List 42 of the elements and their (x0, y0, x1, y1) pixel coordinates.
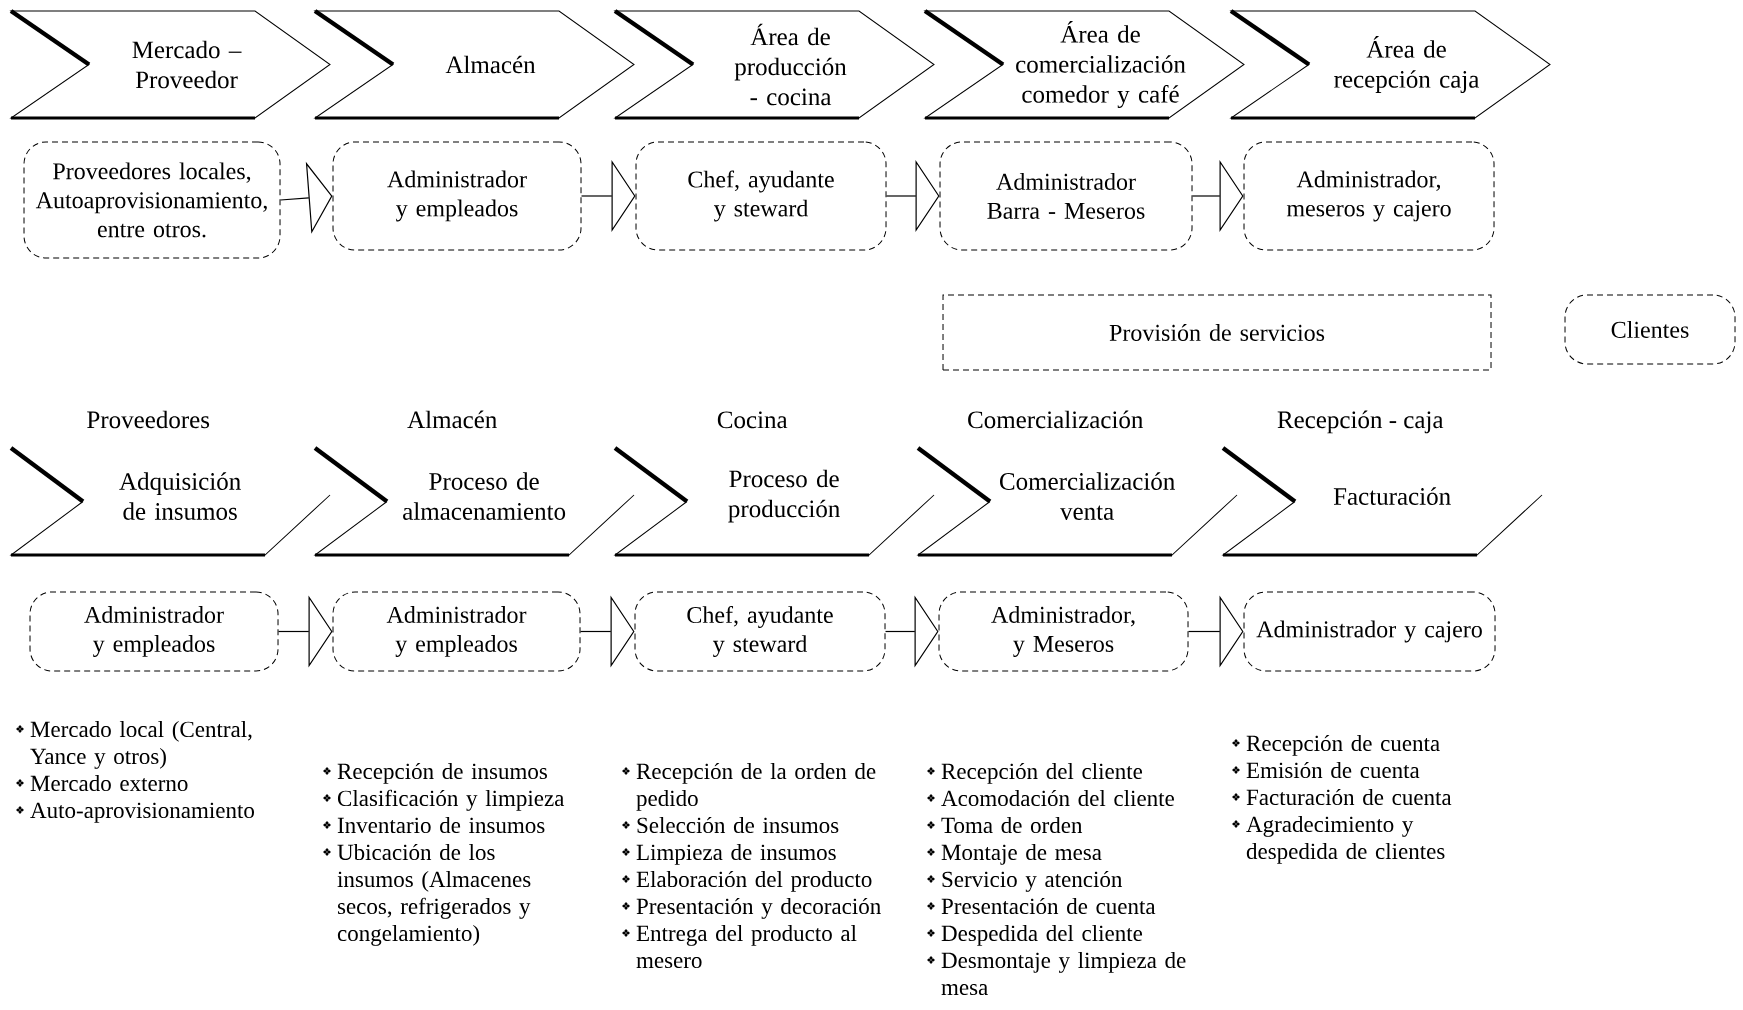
actor-box: Administrador, y Meseros (938, 591, 1189, 672)
bullet-item: Acomodación del cliente (941, 789, 1174, 807)
bullet-item: Toma de orden (941, 816, 1083, 834)
bullet-item: Recepción de insumos (337, 762, 547, 784)
actor-box: Clientes (1564, 294, 1736, 365)
bullet-item: Presentación de cuenta (941, 897, 1156, 915)
bullet-item: Agradecimiento y despedida de clientes (1246, 815, 1445, 864)
bullet-item: Elaboración del producto (636, 870, 872, 892)
service-band: Provisión de servicios (942, 294, 1492, 371)
bullet-item: Facturación de cuenta (1246, 788, 1452, 806)
actor-box: Proveedores locales, Autoaprovisionamiento, entre otros. (23, 141, 281, 259)
bullet-item: Recepción de cuenta (1246, 734, 1440, 756)
bullet-item: Servicio y atención (942, 870, 1123, 892)
bullet-item: Recepción de la orden de pedido (636, 762, 876, 811)
actor-box: Administrador Barra - Meseros (939, 141, 1193, 251)
step-heading: Proveedores (87, 410, 210, 429)
bullet-item: Mercado local (Central, Yance y otros) (30, 720, 252, 769)
bullet-item: Selección de insumos (637, 816, 839, 834)
bullet-item: Clasificación y limpieza (337, 789, 565, 811)
actor-box: Administrador y empleados (332, 141, 582, 251)
actor-box: Chef, ayudante y steward (635, 141, 887, 251)
bullet-item: Recepción del cliente (941, 762, 1143, 784)
actor-box: Administrador y cajero (1243, 591, 1496, 672)
bullet-item: Presentación y decoración (636, 897, 881, 919)
bullet-item: Entrega del producto al mesero (636, 924, 857, 969)
bullet-item: Ubicación de los insumos (Almacenes secos, refrigerados y congelamiento) (337, 843, 531, 946)
step-heading: Recepción - caja (1277, 410, 1444, 434)
step-heading: Cocina (717, 411, 788, 429)
actor-box: Administrador y empleados (332, 591, 581, 672)
actor-box: Administrador, meseros y cajero (1243, 141, 1495, 251)
step-heading: Almacén (407, 410, 497, 429)
bullet-item: Despedida del cliente (941, 924, 1143, 946)
bullet-item: Auto-aprovisionamiento (30, 802, 254, 823)
step-heading: Comercialización (968, 410, 1143, 429)
bullet-item: Montaje de mesa (941, 843, 1102, 865)
bullet-item: Emisión de cuenta (1246, 761, 1420, 779)
bullet-item: Limpieza de insumos (636, 843, 836, 865)
actor-box: Administrador y empleados (29, 591, 279, 672)
bullet-item: Inventario de insumos (337, 816, 545, 834)
bullet-item: Mercado externo (30, 774, 188, 792)
actor-box: Chef, ayudante y steward (634, 591, 886, 672)
bullet-item: Desmontaje y limpieza de mesa (941, 951, 1186, 996)
